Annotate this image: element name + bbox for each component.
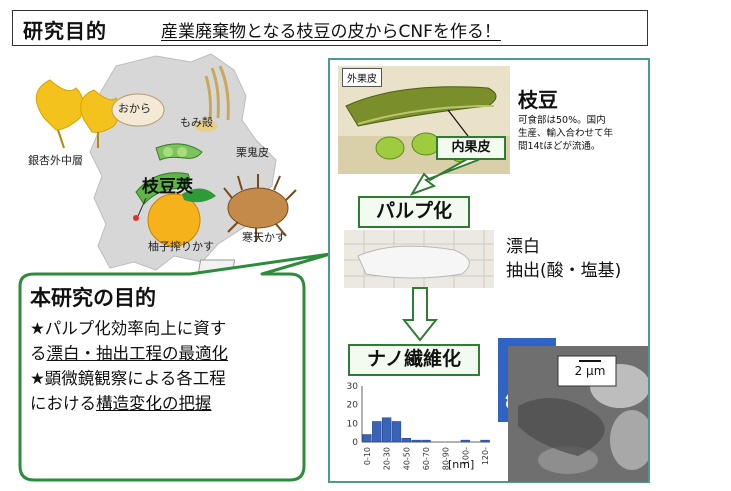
purpose-line-4: における構造変化の把握 bbox=[30, 394, 212, 413]
y-tick-label: 10 bbox=[347, 419, 359, 429]
histogram-bar bbox=[391, 421, 402, 443]
pulp-step-label: パルプ化 bbox=[358, 196, 470, 228]
scale-bar-line bbox=[579, 360, 601, 362]
histogram-bar bbox=[362, 434, 372, 443]
label-yuzu: 柚子搾りかす bbox=[148, 240, 214, 253]
bleach-label: 漂白 bbox=[506, 237, 540, 257]
histogram-bar bbox=[421, 439, 431, 443]
ginkgo-leaf-icon bbox=[80, 89, 120, 133]
purpose-line-3: ★顕微鏡観察による各工程 bbox=[30, 369, 226, 388]
edamame-icon bbox=[135, 172, 190, 205]
x-tick-label: 80-90 bbox=[442, 447, 451, 470]
x-tick-label: 0-10 bbox=[363, 447, 372, 465]
histogram-bar bbox=[411, 439, 421, 443]
x-tick-label: 40-50 bbox=[402, 447, 411, 470]
histogram-bar bbox=[460, 439, 471, 443]
page-title: 研究目的 bbox=[23, 19, 107, 43]
okara-bowl-icon bbox=[111, 93, 165, 127]
y-tick-label: 30 bbox=[347, 382, 359, 392]
purpose-line-2-emphasis: 漂白・抽出工程の最適化 bbox=[46, 344, 229, 363]
x-tick-label: 60-70 bbox=[422, 447, 431, 470]
scale-bar: 2 μm bbox=[562, 360, 618, 378]
y-tick-label: 20 bbox=[347, 401, 359, 411]
label-okara: おから bbox=[118, 102, 151, 115]
down-arrow-icon bbox=[401, 287, 439, 342]
rice-straw-icon bbox=[204, 65, 230, 121]
label-ginkgo: 銀杏外中層 bbox=[28, 154, 83, 167]
edamame-title: 枝豆 bbox=[518, 88, 558, 112]
ginkgo-leaf-icon bbox=[35, 79, 84, 131]
outer-peel-label: 外果皮 bbox=[342, 68, 382, 87]
purpose-bubble bbox=[18, 252, 332, 482]
pulp-photo bbox=[344, 230, 494, 288]
source-map-illustration: おから もみ殻 銀杏外中層 栗鬼皮 枝豆莢 柚子搾りかす 寒天かす bbox=[6, 48, 306, 280]
histogram-bar bbox=[401, 438, 411, 443]
histogram-bar bbox=[381, 417, 392, 443]
nano-step-label: ナノ繊維化 bbox=[348, 344, 480, 376]
purpose-title: 本研究の目的 bbox=[30, 286, 156, 310]
purpose-text-block: 本研究の目的 ★パルプ化効率向上に資す る漂白・抽出工程の最適化 ★顕微鏡観察に… bbox=[30, 282, 228, 416]
x-tick-label: 20-30 bbox=[383, 447, 392, 470]
extract-label: 抽出(酸・塩基) bbox=[506, 261, 622, 281]
tem-micrograph bbox=[508, 346, 648, 482]
inner-peel-label: 内果皮 bbox=[436, 136, 506, 160]
histogram-x-unit: [nm] bbox=[448, 458, 475, 471]
label-kanten: 寒天かす bbox=[242, 231, 286, 244]
label-chestnut: 栗鬼皮 bbox=[236, 146, 269, 159]
purpose-line-1: ★パルプ化効率向上に資す bbox=[30, 319, 227, 338]
process-panel: 外果皮 枝豆 可食部は50%。国内 生産、輸入合わせて年 間14tほどが流通。 … bbox=[328, 58, 650, 483]
purpose-line-4-emphasis: 構造変化の把握 bbox=[96, 394, 212, 413]
label-edamame-pod: 枝豆莢 bbox=[142, 177, 193, 197]
label-momigara: もみ殻 bbox=[180, 116, 213, 129]
x-tick-label: 120- bbox=[481, 447, 490, 465]
title-banner: 研究目的 産業廃棄物となる枝豆の皮からCNFを作る！ bbox=[12, 10, 648, 46]
y-tick-label: 0 bbox=[352, 438, 358, 448]
page-subtitle: 産業廃棄物となる枝豆の皮からCNFを作る！ bbox=[161, 22, 501, 42]
histogram-bar bbox=[480, 439, 490, 443]
yuzu-icon bbox=[147, 193, 201, 247]
x-tick-label: 100- bbox=[461, 447, 470, 465]
edamame-desc: 可食部は50%。国内 生産、輸入合わせて年 間14tほどが流通。 bbox=[518, 115, 614, 152]
histogram-bar bbox=[372, 421, 382, 443]
purpose-line-2: る漂白・抽出工程の最適化 bbox=[30, 344, 229, 363]
fiber-width-histogram: 0 10 20 30 0-10 20-30 40-50 60-70 80-90 100- 120- bbox=[347, 382, 491, 470]
